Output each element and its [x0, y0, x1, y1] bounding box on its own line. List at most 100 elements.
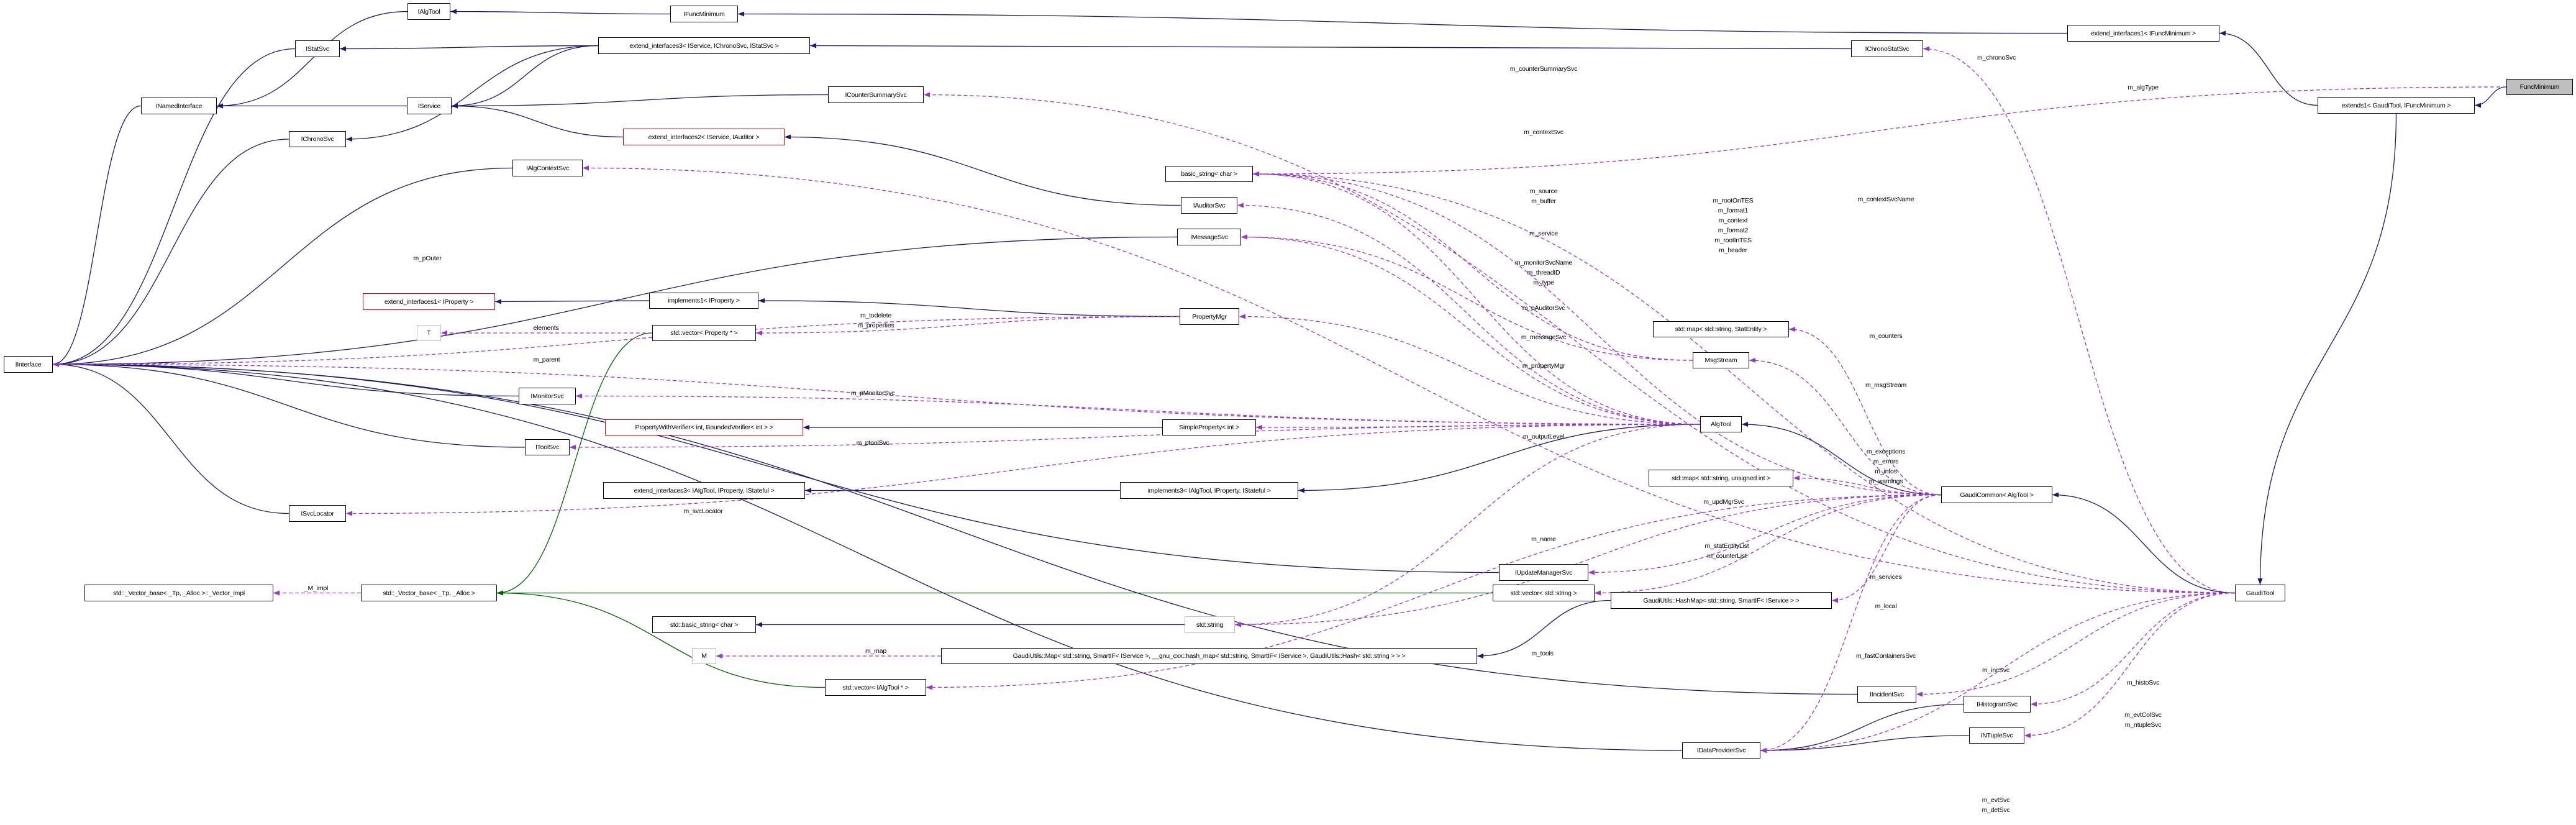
- usage-edge-GaudiTool-to-ICounterSummarySvc: [923, 94, 2236, 594]
- edge-label-line: m_type: [1533, 279, 1554, 286]
- class-node-IMessageSvc[interactable]: IMessageSvc: [1177, 229, 1241, 245]
- class-node-IChronoStatSvc[interactable]: IChronoStatSvc: [1851, 40, 1923, 57]
- edge-label-line: m_algType: [2128, 84, 2159, 91]
- class-node-GaudiCommon[interactable]: GaudiCommon< AlgTool >: [1941, 486, 2052, 503]
- inheritance-edge-ISvcLocator-to-IInterface: [52, 363, 289, 514]
- class-node-ext_if3[interactable]: extend_interfaces3< IService, IChronoSvc…: [598, 37, 810, 54]
- usage-edge-GaudiTool-to-IDataProviderSvc: [1760, 592, 2236, 751]
- arrowhead-icon: [924, 92, 930, 98]
- edge-label-local: m_local: [1875, 601, 1897, 611]
- edge-label-M_impl: _M_impl: [304, 583, 328, 593]
- inheritance-edge-IChronoStatSvc-to-ext_if3: [809, 45, 1852, 50]
- edge-label-line: m_ptoolSvc: [856, 439, 890, 447]
- class-node-IDataProviderSvc[interactable]: IDataProviderSvc: [1682, 742, 1760, 759]
- edge-label-line: m_pOuter: [413, 255, 442, 262]
- class-node-mapUint[interactable]: std::map< std::string, unsigned int >: [1649, 470, 1793, 486]
- edge-label-line: m_properties: [857, 322, 894, 329]
- edge-label-ptoolSvc: m_ptoolSvc: [857, 438, 890, 448]
- class-node-GaudiTool[interactable]: GaudiTool: [2235, 585, 2285, 601]
- class-node-label: IToolSvc: [535, 444, 560, 451]
- class-node-ICounterSummarySvc[interactable]: ICounterSummarySvc: [828, 86, 924, 103]
- class-node-ext_if1prop[interactable]: extend_interfaces1< IProperty >: [363, 293, 495, 310]
- class-node-vecAlgTool[interactable]: std::vector< IAlgTool * >: [825, 679, 926, 696]
- class-node-IIncidentSvc[interactable]: IIncidentSvc: [1857, 686, 1916, 703]
- inheritance-edge-FuncMinimum-to-extends1: [2474, 86, 2507, 106]
- class-node-IFuncMinimum[interactable]: IFuncMinimum: [670, 6, 738, 22]
- class-node-FuncMinimum: FuncMinimum: [2506, 79, 2573, 95]
- class-node-stdBasicString[interactable]: std::basic_string< char >: [652, 616, 756, 633]
- class-node-HashMap[interactable]: GaudiUtils::HashMap< std::string, SmartI…: [1611, 592, 1832, 609]
- class-node-IHistogramSvc[interactable]: IHistogramSvc: [1964, 696, 2031, 713]
- class-node-vecProp[interactable]: std::vector< Property * >: [652, 325, 756, 341]
- class-node-SimpleProperty[interactable]: SimpleProperty< int >: [1162, 419, 1256, 435]
- arrowhead-icon: [758, 298, 765, 303]
- class-node-implements3[interactable]: implements3< IAlgTool, IProperty, IState…: [1120, 482, 1298, 499]
- usage-edge-GaudiCommon-to-vecAlgTool: [926, 494, 1942, 688]
- class-node-INTupleSvc[interactable]: INTupleSvc: [1969, 727, 2024, 744]
- class-node-IUpdateManagerSvc[interactable]: IUpdateManagerSvc: [1499, 564, 1588, 581]
- class-node-ISvcLocator[interactable]: ISvcLocator: [289, 505, 346, 522]
- arrowhead-icon: [785, 134, 791, 140]
- class-node-vecBase[interactable]: std::_Vector_base< _Tp, _Alloc >: [361, 585, 497, 601]
- edge-label-fastContainersSvc: m_fastContainersSvc: [1856, 651, 1916, 661]
- class-node-label: IAlgTool: [417, 7, 440, 16]
- inheritance-edge-AlgTool-to-implements3: [1298, 424, 1701, 491]
- edge-label-elements: elements: [533, 323, 558, 333]
- usage-edge-PropertyMgr-to-IInterface: [52, 316, 1180, 365]
- class-node-label: IStatSvc: [306, 45, 329, 53]
- arrowhead-icon: [926, 685, 932, 690]
- class-node-INamedInterface[interactable]: INamedInterface: [141, 98, 217, 114]
- inheritance-edge-IHistogramSvc-to-IDataProviderSvc: [1760, 703, 1964, 751]
- class-node-label: IUpdateManagerSvc: [1514, 568, 1573, 577]
- class-node-IAlgContextSvc[interactable]: IAlgContextSvc: [512, 160, 583, 176]
- class-node-label: FuncMinimum: [2519, 83, 2560, 91]
- class-node-GMap[interactable]: GaudiUtils::Map< std::string, SmartIF< I…: [941, 648, 1477, 664]
- usage-edge-MsgStream-to-basic_string: [1252, 173, 1693, 361]
- arrowhead-icon: [2052, 492, 2059, 498]
- class-node-label: std::vector< std::string >: [1510, 589, 1577, 597]
- class-node-extends1[interactable]: extends1< GaudiTool, IFuncMinimum >: [2318, 97, 2475, 114]
- class-node-IAlgTool[interactable]: IAlgTool: [407, 3, 450, 20]
- inheritance-edge-IDataProviderSvc-to-IInterface: [52, 363, 1683, 751]
- edge-label-counters: m_counters: [1870, 331, 1903, 341]
- arrowhead-icon: [2219, 30, 2226, 36]
- inheritance-edge-GaudiTool-to-GaudiCommon: [2052, 494, 2236, 594]
- class-node-label: extend_interfaces2< IService, IAuditor >: [648, 133, 760, 141]
- class-node-IStatSvc[interactable]: IStatSvc: [295, 40, 340, 57]
- class-node-IAuditorSvc[interactable]: IAuditorSvc: [1181, 197, 1237, 214]
- usage-edge-AlgTool-to-ISvcLocator: [345, 424, 1701, 514]
- class-node-implements1[interactable]: implements1< IProperty >: [649, 293, 758, 309]
- class-node-mapStat[interactable]: std::map< std::string, StatEntity >: [1653, 321, 1789, 337]
- arrowhead-icon: [1916, 691, 1923, 697]
- class-node-label: implements3< IAlgTool, IProperty, IState…: [1147, 486, 1271, 495]
- class-node-basic_string[interactable]: basic_string< char >: [1165, 166, 1253, 182]
- class-node-T: T: [417, 325, 441, 341]
- class-node-PropertyMgr[interactable]: PropertyMgr: [1180, 308, 1239, 325]
- inheritance-edge-ext_if3-to-IChronoSvc: [345, 45, 599, 140]
- edge-label-line: m_counterList: [1707, 552, 1747, 560]
- class-node-PWV[interactable]: PropertyWithVerifier< int, BoundedVerifi…: [605, 419, 803, 435]
- class-node-IInterface[interactable]: IInterface: [4, 356, 53, 373]
- class-node-IService[interactable]: IService: [407, 98, 452, 114]
- class-node-vecImpl[interactable]: std::_Vector_base< _Tp, _Alloc >::_Vecto…: [84, 585, 273, 601]
- class-node-vecString[interactable]: std::vector< std::string >: [1493, 585, 1595, 601]
- edge-label-tools: m_tools: [1531, 649, 1554, 659]
- edge-label-line: m_histoSvc: [2126, 679, 2160, 686]
- class-node-MsgStream[interactable]: MsgStream: [1693, 352, 1749, 368]
- class-node-IMonitorSvc[interactable]: IMonitorSvc: [519, 388, 576, 404]
- class-node-label: std::_Vector_base< _Tp, _Alloc >: [383, 589, 475, 597]
- edge-label-line: m_chronoSvc: [1977, 54, 2016, 62]
- class-node-ext_if1[interactable]: extend_interfaces1< IFuncMinimum >: [2067, 25, 2219, 42]
- edge-label-messageSvc: m_messageSvc: [1521, 332, 1566, 342]
- class-node-label: implements1< IProperty >: [668, 297, 740, 304]
- class-node-AlgTool[interactable]: AlgTool: [1700, 416, 1742, 432]
- class-node-IToolSvc[interactable]: IToolSvc: [525, 439, 570, 455]
- edge-label-line: m_header: [1719, 247, 1747, 254]
- class-node-extif3alg[interactable]: extend_interfaces3< IAlgTool, IProperty,…: [603, 482, 805, 499]
- class-node-IChronoSvc[interactable]: IChronoSvc: [289, 131, 346, 147]
- inheritance-edge-INTupleSvc-to-IDataProviderSvc: [1760, 735, 1970, 751]
- edge-label-incSvc: m_incSvc: [1982, 665, 2009, 675]
- inheritance-edge-IChronoSvc-to-IInterface: [52, 139, 289, 365]
- class-node-ext_if2[interactable]: extend_interfaces2< IService, IAuditor >: [623, 129, 785, 145]
